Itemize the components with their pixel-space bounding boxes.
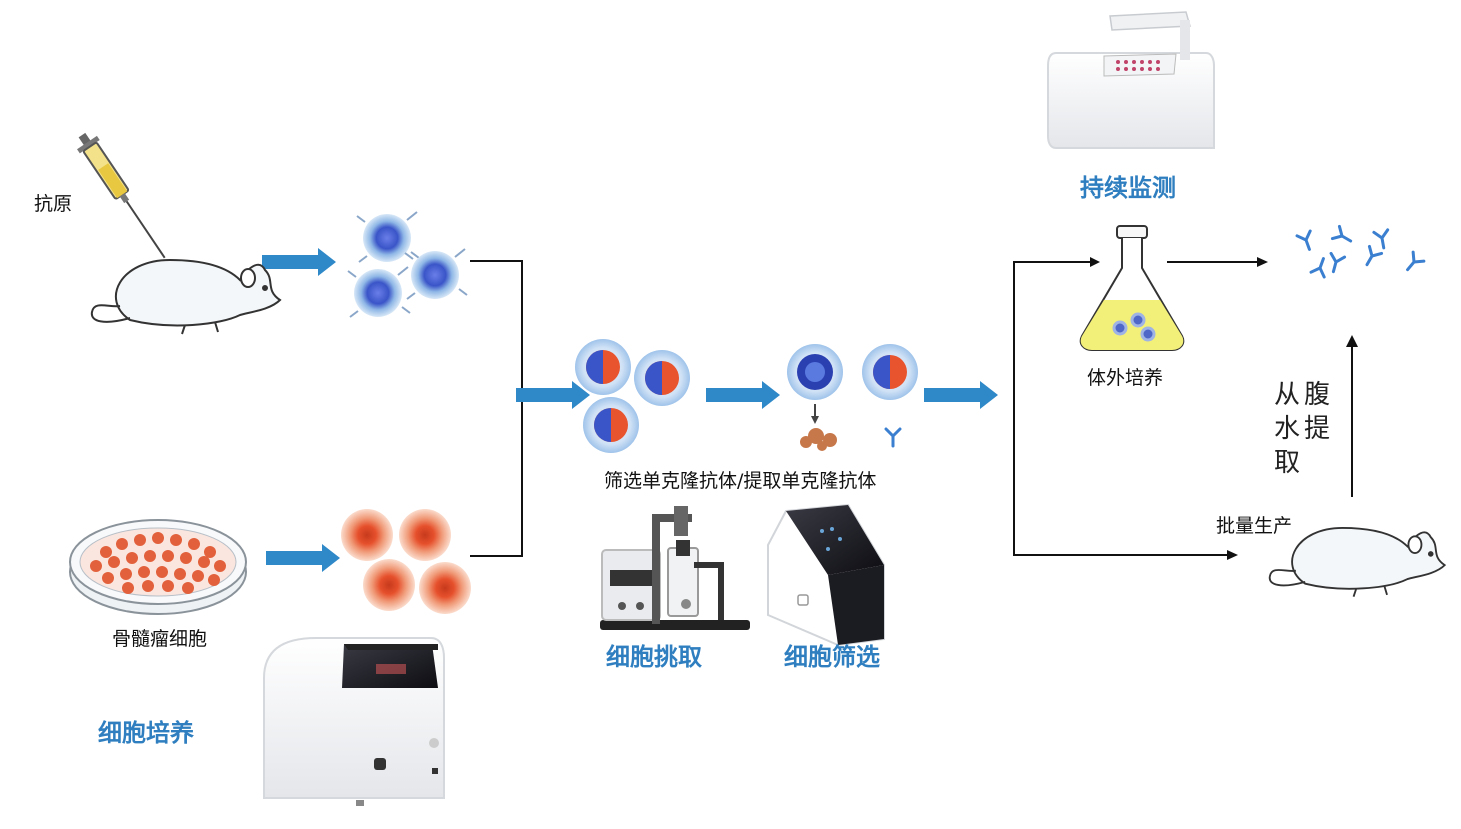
arrow-antigen-to-bcells [262, 248, 336, 276]
myeloma-cell-icon [341, 509, 471, 614]
petri-dish-icon [69, 519, 247, 615]
label-ascites-3: 取 [1274, 448, 1305, 478]
antibody-icon [1295, 224, 1426, 279]
flow-arrowheads [1090, 257, 1358, 560]
debris-icon [800, 428, 837, 451]
label-in-vitro: 体外培养 [1087, 367, 1164, 389]
label-batch: 批量生产 [1216, 515, 1293, 537]
antibody-icon [884, 427, 902, 448]
label-monitoring: 持续监测 [1080, 174, 1176, 202]
label-cell-culture: 细胞培养 [98, 719, 194, 747]
microscope-device-icon [600, 506, 750, 630]
incubator-device-icon [263, 637, 445, 806]
arrow-fusion [516, 381, 590, 409]
hybridoma-cell-icon [575, 339, 690, 453]
label-ascites-1: 从腹 [1274, 380, 1335, 410]
label-ascites-2: 水提 [1274, 414, 1335, 444]
screening-device-icon [767, 503, 885, 647]
b-cell-icon [347, 211, 468, 318]
flask-icon [1079, 225, 1185, 351]
monitor-device-icon [1047, 11, 1215, 149]
arrow-screening [706, 381, 780, 409]
label-myeloma: 骨髓瘤细胞 [112, 628, 208, 650]
arrow-extraction [924, 381, 998, 409]
label-screen-extract: 筛选单克隆抗体/提取单克隆抗体 [604, 470, 877, 492]
label-cell-picking: 细胞挑取 [606, 643, 702, 671]
label-cell-screening: 细胞筛选 [784, 643, 880, 671]
selected-cell-icon [787, 344, 918, 451]
mouse-icon [90, 258, 282, 335]
arrow-dish-to-myeloma [266, 544, 340, 572]
label-antigen: 抗原 [34, 193, 73, 215]
mouse-icon [1268, 526, 1447, 598]
flow-connectors [470, 260, 1353, 557]
syringe-icon [77, 132, 166, 259]
blue-arrows [262, 248, 998, 572]
